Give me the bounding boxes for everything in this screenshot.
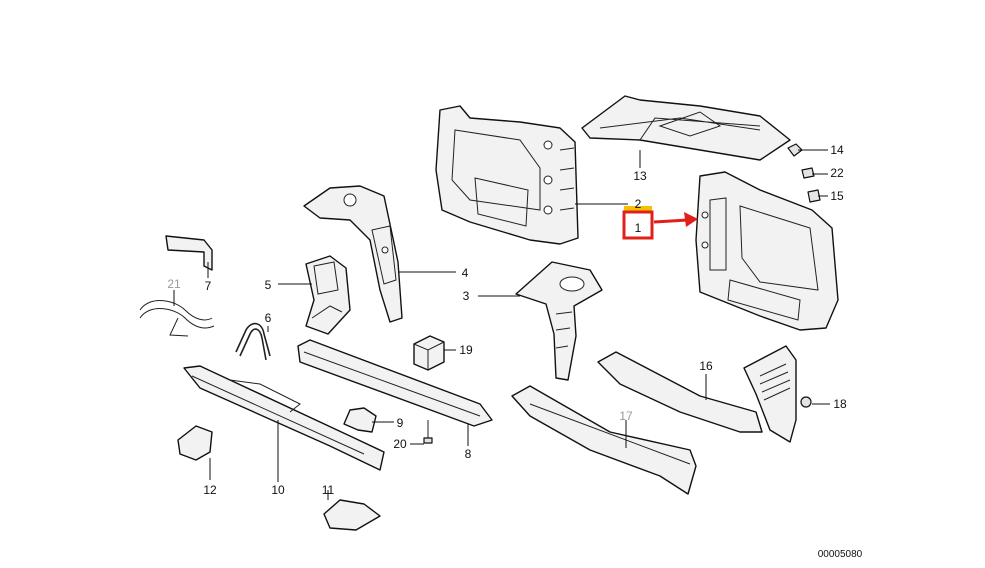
part-20-bolt	[423, 420, 433, 444]
callout-18: 18	[833, 397, 847, 411]
part-10-lower-cross-member	[183, 365, 385, 471]
part-13-upper-cross-member	[581, 95, 791, 161]
callout-13: 13	[633, 169, 647, 183]
leader-lines	[173, 149, 830, 500]
part-2-side-panel-left	[435, 105, 579, 245]
part-21-wire-rod	[139, 300, 215, 337]
callout-7: 7	[205, 279, 212, 293]
callout-9: 9	[397, 416, 404, 430]
callout-5: 5	[265, 278, 272, 292]
highlight-part-1	[622, 206, 698, 240]
callout-4: 4	[462, 266, 469, 280]
part-7-angle-bracket	[165, 235, 213, 271]
part-6-u-clip	[235, 322, 271, 361]
part-4-headlight-support	[303, 185, 403, 323]
callout-14: 14	[830, 143, 844, 157]
callout-22: 22	[830, 166, 844, 180]
callout-19: 19	[459, 343, 473, 357]
part-1-side-panel-right	[695, 171, 839, 331]
part-22-clip	[801, 167, 815, 179]
callout-10: 10	[271, 483, 285, 497]
part-19-rubber-mount	[413, 335, 445, 371]
callout-15: 15	[830, 189, 844, 203]
part-18-fastener	[800, 396, 812, 408]
callout-8: 8	[465, 447, 472, 461]
callout-11: 11	[322, 483, 335, 497]
document-number: 00005080	[818, 549, 863, 560]
callout-12: 12	[203, 483, 217, 497]
callout-2: 2	[635, 197, 642, 211]
part-12-bracket	[177, 425, 213, 461]
callout-17: 17	[619, 409, 633, 423]
part-11-bracket	[323, 499, 381, 531]
part-5-bracket	[305, 255, 351, 335]
callout-1: 1	[635, 221, 642, 235]
part-16-upper-brace	[597, 345, 797, 443]
part-15-clip	[807, 189, 821, 203]
callout-21: 21	[167, 277, 181, 291]
part-3-support-bracket	[515, 261, 603, 381]
part-8-cross-rail	[297, 339, 493, 427]
part-9-bracket	[343, 407, 377, 433]
part-17-lower-brace	[511, 385, 697, 495]
callout-16: 16	[699, 359, 713, 373]
callout-20: 20	[393, 437, 407, 451]
callout-3: 3	[463, 289, 470, 303]
callout-6: 6	[265, 311, 272, 325]
